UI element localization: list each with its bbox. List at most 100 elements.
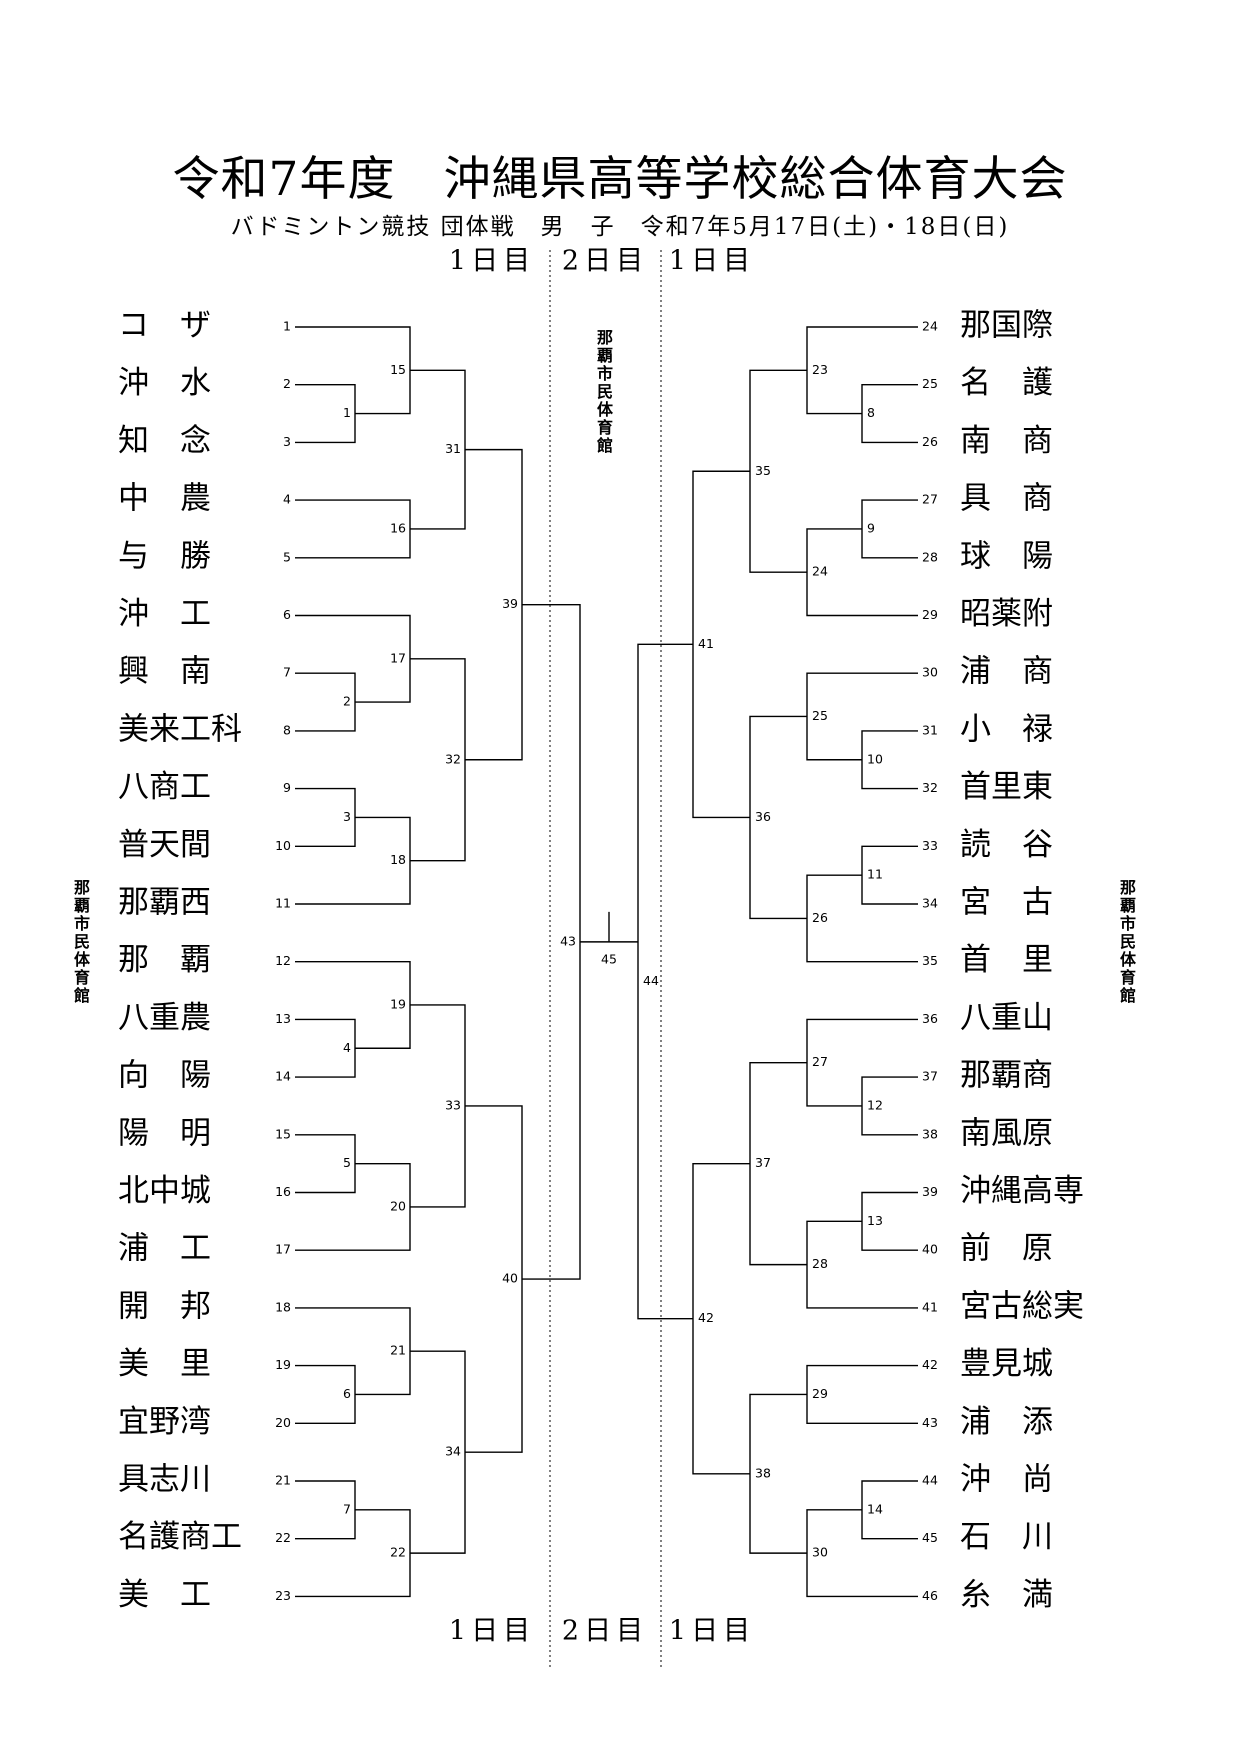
- match-number: 37: [755, 1155, 771, 1170]
- left-team-seed: 3: [283, 434, 291, 449]
- match-number: 43: [560, 933, 576, 948]
- match-number: 26: [812, 910, 828, 925]
- left-team-seed: 17: [275, 1242, 291, 1257]
- match-number-final: 45: [601, 951, 617, 966]
- left-team-seed: 18: [275, 1299, 291, 1314]
- venue-label-right: 那覇市民体育館: [1120, 878, 1137, 1005]
- right-team-seed: 29: [922, 607, 938, 622]
- match-number: 25: [812, 708, 828, 723]
- left-team-seed: 8: [283, 722, 291, 737]
- left-team-seed: 15: [275, 1126, 291, 1141]
- left-team-seed: 19: [275, 1357, 291, 1372]
- page-subtitle: バドミントン競技 団体戦 男 子 令和7年5月17日(土)・18日(日): [230, 214, 1010, 240]
- left-team-seed: 2: [283, 376, 291, 391]
- right-team-name: 豊見城: [960, 1346, 1053, 1382]
- left-team-name: 向 陽: [118, 1058, 211, 1094]
- match-number: 3: [343, 809, 351, 824]
- right-team-seed: 35: [922, 953, 938, 968]
- left-team-seed: 21: [275, 1473, 291, 1488]
- left-team-seed: 13: [275, 1011, 291, 1026]
- left-team-name: 中 農: [118, 481, 211, 517]
- left-team-name: 陽 明: [118, 1115, 211, 1151]
- match-number: 42: [698, 1310, 714, 1325]
- right-team-name: 浦 商: [960, 654, 1053, 690]
- left-team-name: 与 勝: [118, 538, 211, 574]
- right-team-name: 名 護: [960, 365, 1053, 401]
- right-team-name: 宮 古: [960, 885, 1053, 921]
- right-team-seed: 33: [922, 838, 938, 853]
- match-number: 6: [343, 1386, 351, 1401]
- left-team-name: 具志川: [118, 1462, 211, 1498]
- left-team-name: 浦 工: [118, 1231, 211, 1267]
- right-team-name: 前 原: [960, 1231, 1053, 1267]
- match-number: 13: [867, 1213, 883, 1228]
- left-team-name: 美 里: [118, 1346, 211, 1382]
- right-team-name: 南風原: [960, 1115, 1053, 1151]
- left-team-name: 美 工: [118, 1577, 211, 1613]
- match-number: 31: [445, 441, 461, 456]
- left-team-seed: 4: [283, 492, 291, 507]
- match-number: 24: [812, 564, 828, 579]
- left-team-name: 名護商工: [118, 1519, 242, 1555]
- left-team-name: 沖 工: [118, 596, 211, 632]
- match-number: 30: [812, 1545, 828, 1560]
- match-number: 19: [390, 996, 406, 1011]
- right-team-seed: 34: [922, 896, 938, 911]
- left-team-name: 那 覇: [118, 942, 211, 978]
- left-team-seed: 23: [275, 1588, 291, 1603]
- match-number: 23: [812, 362, 828, 377]
- right-team-name: 具 商: [960, 481, 1053, 517]
- day-label-center: 2日目: [562, 1616, 648, 1647]
- match-number: 38: [755, 1465, 771, 1480]
- match-number: 44: [643, 973, 659, 988]
- left-team-seed: 7: [283, 665, 291, 680]
- left-team-seed: 11: [275, 896, 291, 911]
- left-team-name: 開 邦: [118, 1288, 211, 1324]
- match-number: 22: [390, 1545, 406, 1560]
- match-number: 1: [343, 405, 351, 420]
- match-number: 18: [390, 852, 406, 867]
- right-team-name: 八重山: [960, 1000, 1053, 1036]
- left-team-name: 北中城: [118, 1173, 211, 1209]
- right-team-name: 那覇商: [960, 1058, 1053, 1094]
- match-number: 10: [867, 751, 883, 766]
- right-team-seed: 24: [922, 319, 938, 334]
- match-number: 2: [343, 694, 351, 709]
- right-team-name: 読 谷: [960, 827, 1053, 863]
- right-team-name: 沖縄高専: [960, 1173, 1084, 1209]
- day-label-right: 1日目: [669, 1616, 755, 1647]
- right-team-seed: 37: [922, 1069, 938, 1084]
- right-team-seed: 39: [922, 1184, 938, 1199]
- right-team-seed: 42: [922, 1357, 938, 1372]
- left-team-seed: 9: [283, 780, 291, 795]
- left-team-name: 八重農: [118, 1000, 211, 1036]
- right-team-name: 宮古総実: [960, 1288, 1084, 1324]
- right-team-seed: 27: [922, 492, 938, 507]
- right-team-seed: 44: [922, 1473, 938, 1488]
- match-number: 4: [343, 1040, 351, 1055]
- match-number: 16: [390, 520, 406, 535]
- right-team-name: 小 禄: [960, 711, 1053, 747]
- right-team-seed: 38: [922, 1126, 938, 1141]
- left-team-seed: 12: [275, 953, 291, 968]
- right-team-seed: 40: [922, 1242, 938, 1257]
- right-team-seed: 43: [922, 1415, 938, 1430]
- right-team-name: 首 里: [960, 942, 1053, 978]
- match-number: 11: [867, 867, 883, 882]
- left-team-seed: 10: [275, 838, 291, 853]
- right-team-seed: 25: [922, 376, 938, 391]
- venue-label-left: 那覇市民体育館: [74, 878, 91, 1005]
- match-number: 14: [867, 1501, 883, 1516]
- match-number: 9: [867, 520, 875, 535]
- day-label-center: 2日目: [562, 246, 648, 277]
- right-team-name: 石 川: [960, 1519, 1053, 1555]
- match-number: 27: [812, 1054, 828, 1069]
- right-team-name: 浦 添: [960, 1404, 1053, 1440]
- match-number: 20: [390, 1198, 406, 1213]
- left-team-name: 八商工: [118, 769, 211, 805]
- right-team-name: 南 商: [960, 423, 1053, 459]
- left-team-seed: 16: [275, 1184, 291, 1199]
- match-number: 12: [867, 1097, 883, 1112]
- left-team-seed: 14: [275, 1069, 291, 1084]
- right-team-seed: 36: [922, 1011, 938, 1026]
